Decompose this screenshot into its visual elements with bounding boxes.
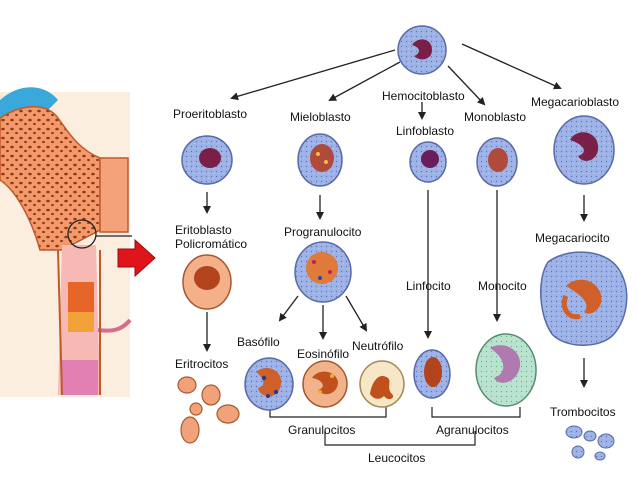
bracket-agranulocitos <box>431 407 521 418</box>
neutrofilo-cell <box>359 360 405 408</box>
monocito-cell <box>475 333 537 407</box>
progranulocito-cell <box>294 241 352 303</box>
label-agranulocitos: Agranulocitos <box>436 423 509 437</box>
basofilo-cell <box>244 357 294 411</box>
label-hemocitoblasto: Hemocitoblasto <box>382 89 465 103</box>
megacariocito-cell <box>540 251 628 346</box>
label-monoblasto: Monoblasto <box>464 110 526 124</box>
zoom-circle <box>67 219 97 249</box>
label-linfocito: Linfocito <box>406 279 451 293</box>
label-leucocitos: Leucocitos <box>368 451 425 465</box>
trombocitos-cluster <box>565 425 615 461</box>
hemocitoblasto-cell <box>397 25 447 75</box>
bracket-leucocitos <box>324 431 476 446</box>
eosinofilo-cell <box>302 360 348 408</box>
megacarioblasto-cell <box>553 115 615 185</box>
linfocito-cell <box>413 349 451 399</box>
arrow-to-proeritoblasto <box>230 49 396 101</box>
nutrient-vessel <box>97 318 132 333</box>
arrow-to-monoblasto <box>447 65 486 106</box>
marrow-lower <box>62 360 98 395</box>
lineage-arrows <box>203 43 588 388</box>
label-eritoblasto: Eritoblasto <box>175 223 232 237</box>
proeritoblasto-cell <box>181 135 233 185</box>
femur-bone <box>0 87 132 397</box>
label-granulocitos: Granulocitos <box>288 423 355 437</box>
eritrocitos-cluster <box>177 376 240 444</box>
label-proeritoblasto: Proeritoblasto <box>173 107 247 121</box>
cortex-outline <box>57 249 101 396</box>
label-mieloblasto: Mieloblasto <box>290 110 351 124</box>
red-marrow <box>68 282 94 312</box>
label-eosinofilo: Eosinófilo <box>297 347 349 361</box>
label-megacariocito: Megacariocito <box>535 231 610 245</box>
label-monocito: Monocito <box>478 279 527 293</box>
label-progranulocito: Progranulocito <box>284 225 362 239</box>
bracket-granulocitos <box>269 407 387 418</box>
bone-shaft <box>99 157 129 233</box>
group-brackets <box>269 407 521 446</box>
arrow-to-neutrofilo <box>345 295 368 332</box>
monoblasto-cell <box>476 137 518 187</box>
eritoblasto-cell <box>182 254 232 310</box>
label-eritrocitos: Eritrocitos <box>175 357 228 371</box>
label-basofilo: Basófilo <box>237 335 280 349</box>
arrow-to-megacarioblasto <box>461 43 562 90</box>
label-trombocitos: Trombocitos <box>550 405 616 419</box>
yellow-marrow <box>68 312 94 332</box>
label-policromatico: Policromático <box>175 237 247 251</box>
label-neutrofilo: Neutrófilo <box>352 339 404 353</box>
red-arrow <box>117 238 156 278</box>
arrow-to-mieloblasto <box>328 61 401 101</box>
spongy-bone <box>0 106 101 251</box>
label-linfoblasto: Linfoblasto <box>396 124 454 138</box>
mieloblasto-cell <box>297 133 343 187</box>
linfoblasto-cell <box>409 141 447 183</box>
arrow-to-basofilo <box>278 295 299 322</box>
label-megacarioblasto: Megacarioblasto <box>531 95 619 109</box>
